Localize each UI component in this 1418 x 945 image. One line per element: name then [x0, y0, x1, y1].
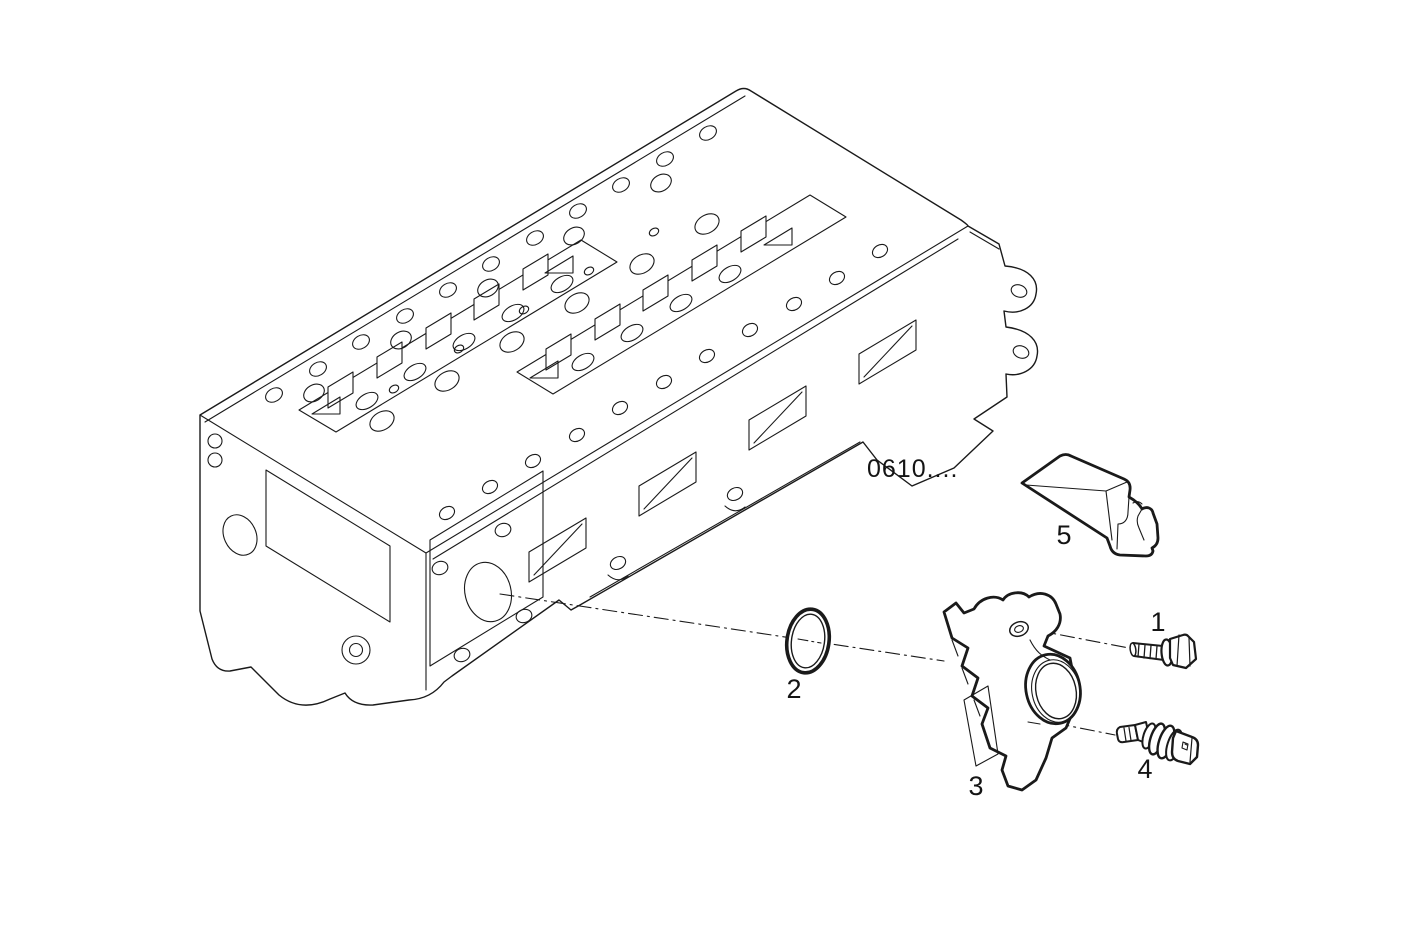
part-1-hex-flange-bolt: [1129, 633, 1198, 670]
coolant-port: [463, 561, 513, 623]
callout-label-5: 5: [1056, 520, 1071, 550]
front-face-ports: [528, 319, 917, 583]
valve-channel-rear: [298, 239, 618, 433]
leader-port-to-housing: [499, 593, 945, 662]
part-2-o-ring-seal: [784, 607, 832, 675]
callout-label-1: 1: [1150, 607, 1165, 637]
leader-housing-to-bolt: [1034, 629, 1130, 649]
valve-channel-front: [516, 194, 847, 395]
reference-code: 0610....: [867, 455, 958, 483]
part-5-bracket: [1020, 453, 1160, 558]
thermostat-mounting-flange: [429, 470, 544, 667]
left-end-face: [207, 433, 391, 665]
part-3-water-outlet-housing: [942, 591, 1082, 792]
head-bolt-holes: [265, 125, 889, 521]
callout-label-4: 4: [1137, 754, 1152, 784]
callout-label-2: 2: [786, 674, 801, 704]
part-4-temperature-sensor: [1115, 721, 1200, 766]
cylinder-head-drawing: [199, 87, 1039, 706]
callout-label-3: 3: [968, 771, 983, 801]
